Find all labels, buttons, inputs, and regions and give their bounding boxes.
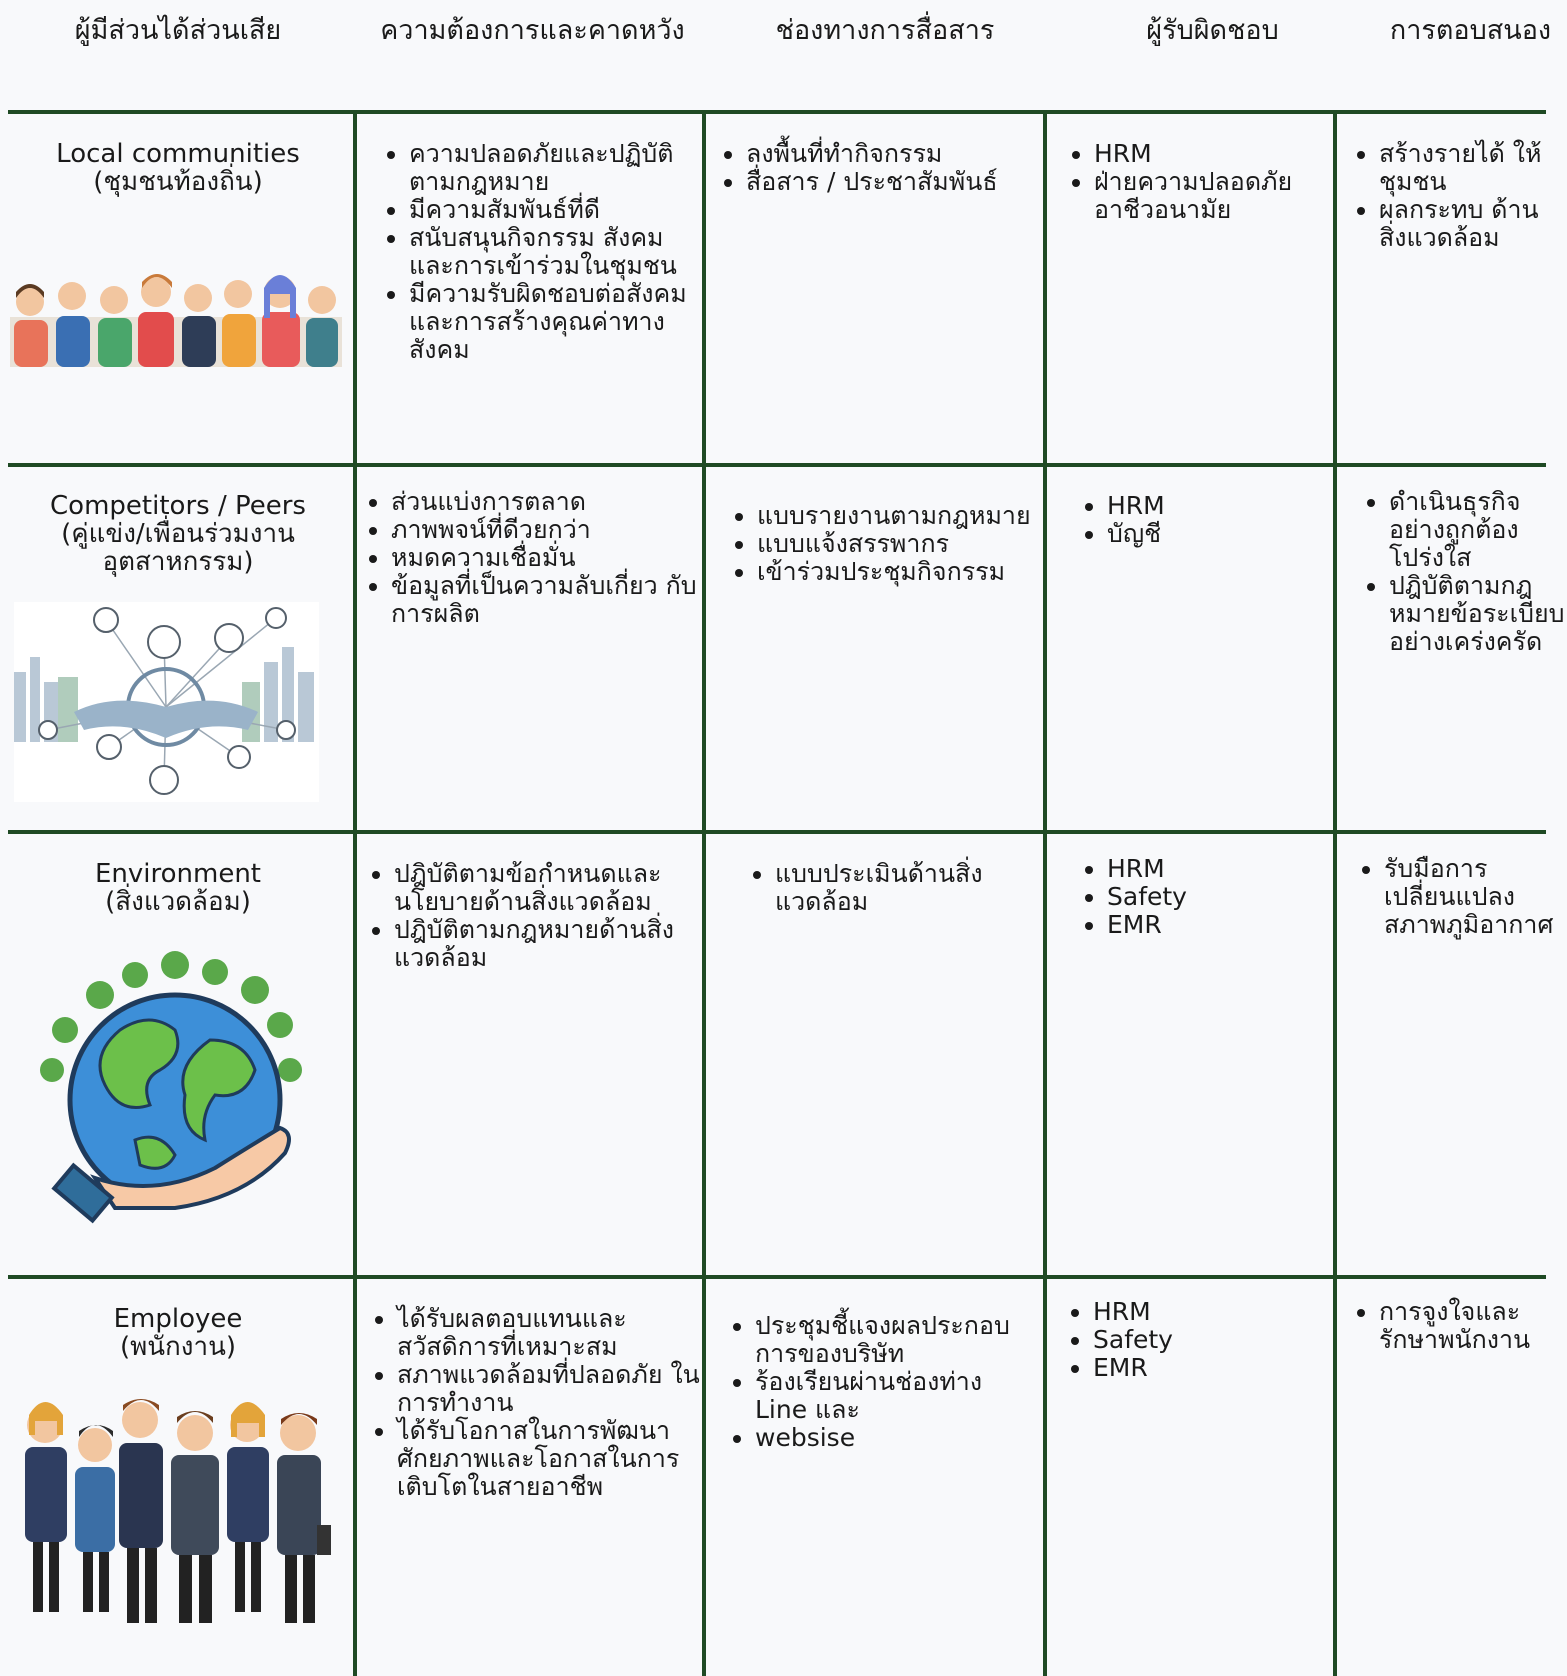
list-item: สนับสนุนกิจกรรม สังคม และการเข้าร่วมในชุ… (409, 224, 710, 280)
list-item: บัญชี (1107, 520, 1328, 548)
stakeholder-name-employee: Employee (พนักงาน) (8, 1305, 348, 1361)
needs-cell-local-communities: ความปลอดภัยและปฏิบัติตามกฎหมาย มีความสัม… (375, 140, 710, 364)
stakeholder-name-th: (สิ่งแวดล้อม) (105, 887, 251, 917)
list-item: หมดความเชื่อมั่น (391, 544, 702, 572)
responses-cell-competitors: ดำเนินธุรกิจ อย่างถูกต้อง โปร่งใส ปฎิบัต… (1355, 488, 1565, 656)
channels-cell-environment: แบบประเมินด้านสิ่ง แวดล้อม (741, 860, 1041, 916)
list-item: HRM (1107, 492, 1328, 520)
business-team-illustration (15, 1385, 335, 1630)
header-channels: ช่องทางการสื่อสาร (775, 15, 995, 46)
list-item: ปฎิบัติตามกฎหมายด้านสิ่ง แวดล้อม (394, 916, 705, 972)
list-item: HRM (1107, 855, 1328, 883)
list-item: websise (755, 1424, 1041, 1452)
stakeholder-name-environment: Environment (สิ่งแวดล้อม) (8, 860, 348, 916)
needs-cell-environment: ปฎิบัติตามข้อกำหนดและ นโยบายด้านสิ่งแวดล… (360, 860, 705, 972)
list-item: สื่อสาร / ประชาสัมพันธ์ (746, 168, 1037, 196)
list-item: การจูงใจและ รักษาพนักงาน (1379, 1298, 1560, 1354)
owners-cell-competitors: HRM บัญชี (1073, 492, 1328, 548)
list-item: ลงพื้นที่ทำกิจกรรม (746, 140, 1037, 168)
list-item: สภาพแวดล้อมที่ปลอดภัย ในการทำงาน (397, 1361, 703, 1417)
stakeholder-name-en: Local communities (56, 139, 300, 169)
list-item: EMR (1093, 1354, 1324, 1382)
owners-cell-employee: HRM Safety EMR (1059, 1298, 1324, 1382)
responses-cell-employee: การจูงใจและ รักษาพนักงาน (1345, 1298, 1560, 1354)
stakeholder-name-en: Employee (113, 1304, 243, 1334)
list-item: ปฎิบัติตามกฎ หมายข้อระเบียบ อย่างเคร่งคร… (1389, 572, 1565, 656)
stakeholder-name-en: Environment (94, 859, 262, 889)
grid-line-row-3 (8, 830, 1546, 834)
responses-cell-environment: รับมือการ เปลี่ยนแปลง สภาพภูมิอากาศ (1350, 855, 1565, 939)
header-responses: การตอบสนอง (1389, 15, 1552, 46)
list-item: ฝ่ายความปลอดภัย อาชีวอนามัย (1094, 168, 1325, 224)
stakeholder-name-competitors: Competitors / Peers (คู่แข่ง/เพื่อนร่วมง… (8, 492, 348, 576)
list-item: ได้รับผลตอบแทนและ สวัสดิการที่เหมาะสม (397, 1305, 703, 1361)
channels-cell-employee: ประชุมชี้แจงผลประกอบ การของบริษัท ร้องเร… (721, 1312, 1041, 1452)
list-item: ข้อมูลที่เป็นความลับเกี่ยว กับการผลิต (391, 572, 702, 628)
list-item: Safety (1093, 1326, 1324, 1354)
list-item: รับมือการ เปลี่ยนแปลง สภาพภูมิอากาศ (1384, 855, 1565, 939)
grid-line-col-4 (1333, 110, 1337, 1676)
channels-cell-local-communities: ลงพื้นที่ทำกิจกรรม สื่อสาร / ประชาสัมพัน… (712, 140, 1037, 196)
stakeholder-name-th: (คู่แข่ง/เพื่อนร่วมงาน อุตสาหกรรม) (61, 519, 295, 577)
header-needs: ความต้องการและคาดหวัง (380, 15, 685, 46)
stakeholder-name-en: Competitors / Peers (50, 491, 306, 521)
list-item: HRM (1093, 1298, 1324, 1326)
list-item: แบบประเมินด้านสิ่ง แวดล้อม (775, 860, 1041, 916)
grid-line-col-1 (353, 110, 357, 1676)
grid-line-top (8, 110, 1546, 114)
list-item: ความปลอดภัยและปฏิบัติตามกฎหมาย (409, 140, 710, 196)
header-owners: ผู้รับผิดชอบ (1146, 15, 1279, 46)
list-item: ดำเนินธุรกิจ อย่างถูกต้อง โปร่งใส (1389, 488, 1565, 572)
list-item: ภาพพจน์ที่ดีวยกว่า (391, 516, 702, 544)
stakeholder-name-local-communities: Local communities (ชุมชนท้องถิ่น) (8, 140, 348, 196)
grid-line-row-2 (8, 463, 1546, 467)
grid-line-col-3 (1043, 110, 1047, 1676)
handshake-network-illustration (14, 602, 319, 802)
list-item: เข้าร่วมประชุมกิจกรรม (757, 558, 1048, 586)
channels-cell-competitors: แบบรายงานตามกฎหมาย แบบแจ้งสรรพากร เข้าร่… (723, 502, 1048, 586)
responses-cell-local-communities: สร้างรายได้ ให้ชุมชน ผลกระทบ ด้านสิ่งแวด… (1345, 140, 1560, 252)
list-item: ปฎิบัติตามข้อกำหนดและ นโยบายด้านสิ่งแวดล… (394, 860, 705, 916)
crowd-of-people-illustration (10, 262, 342, 367)
list-item: มีความรับผิดชอบต่อสังคม และการสร้างคุณค่… (409, 280, 710, 364)
stakeholder-name-th: (พนักงาน) (119, 1332, 236, 1362)
list-item: สร้างรายได้ ให้ชุมชน (1379, 140, 1560, 196)
needs-cell-employee: ได้รับผลตอบแทนและ สวัสดิการที่เหมาะสม สภ… (363, 1305, 703, 1501)
owners-cell-environment: HRM Safety EMR (1073, 855, 1328, 939)
list-item: แบบรายงานตามกฎหมาย (757, 502, 1048, 530)
stakeholder-name-th: (ชุมชนท้องถิ่น) (93, 167, 263, 197)
list-item: ส่วนแบ่งการตลาด (391, 488, 702, 516)
list-item: ผลกระทบ ด้านสิ่งแวดล้อม (1379, 196, 1560, 252)
list-item: ร้องเรียนผ่านช่องท่าง Line และ (755, 1368, 1041, 1424)
list-item: ประชุมชี้แจงผลประกอบ การของบริษัท (755, 1312, 1041, 1368)
header-stakeholder: ผู้มีส่วนได้ส่วนเสีย (74, 15, 282, 46)
grid-line-row-4 (8, 1275, 1546, 1279)
list-item: Safety (1107, 883, 1328, 911)
earth-in-hand-illustration (40, 950, 310, 1240)
list-item: HRM (1094, 140, 1325, 168)
owners-cell-local-communities: HRM ฝ่ายความปลอดภัย อาชีวอนามัย (1060, 140, 1325, 224)
list-item: แบบแจ้งสรรพากร (757, 530, 1048, 558)
list-item: มีความสัมพันธ์ที่ดี (409, 196, 710, 224)
needs-cell-competitors: ส่วนแบ่งการตลาด ภาพพจน์ที่ดีวยกว่า หมดคว… (357, 488, 702, 628)
grid-line-col-2 (702, 110, 706, 1676)
list-item: EMR (1107, 911, 1328, 939)
list-item: ได้รับโอกาสในการพัฒนา ศักยภาพและโอกาสในก… (397, 1417, 703, 1501)
